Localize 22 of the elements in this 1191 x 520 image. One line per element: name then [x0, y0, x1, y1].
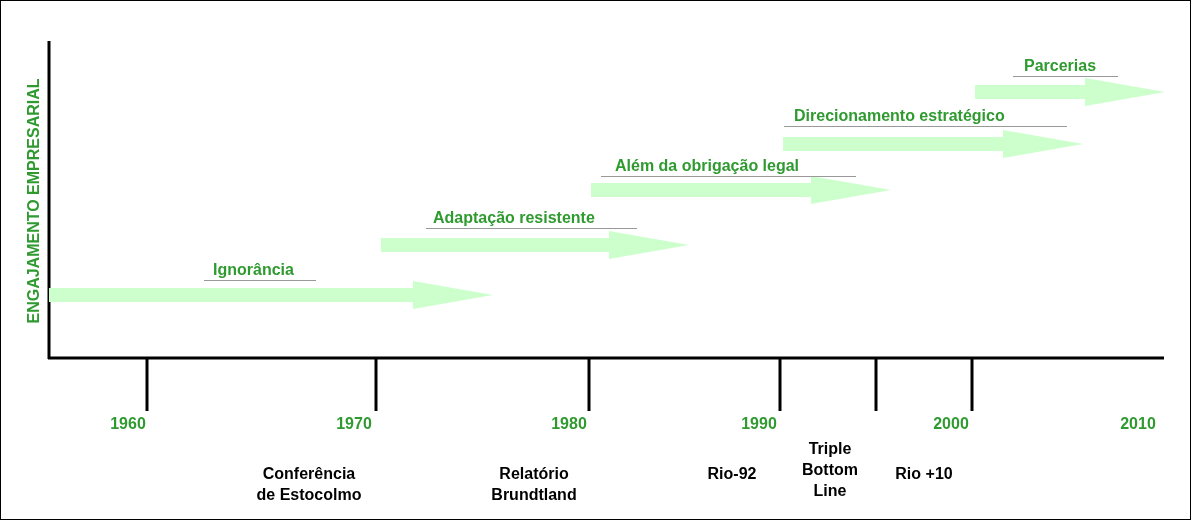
year-label: 1970 [335, 414, 373, 434]
stage-label: Adaptação resistente [426, 208, 637, 229]
timeline-bar [49, 260, 493, 310]
event-label: Rio +10 [894, 464, 954, 484]
year-label: 2000 [932, 414, 970, 434]
event-label: Relatório Brundtland [490, 464, 578, 505]
timeline-bar [381, 208, 689, 260]
year-label: 1960 [109, 414, 147, 434]
timeline-bar [783, 106, 1083, 159]
stage-label: Além da obrigação legal [601, 156, 856, 177]
axis-title: ENGAJAMENTO EMPRESARIAL [23, 78, 43, 324]
stage-label: Direcionamento estratégico [784, 106, 1067, 127]
timeline-bar [591, 156, 891, 205]
year-label: 1980 [550, 414, 588, 434]
stage-label: Parcerias [1013, 56, 1118, 77]
timeline-bar [975, 56, 1165, 107]
event-label: Triple Bottom Line [801, 439, 859, 501]
year-label: 1990 [740, 414, 778, 434]
year-label: 2010 [1119, 414, 1157, 434]
stage-label: Ignorância [204, 260, 316, 281]
event-label: Conferência de Estocolmo [255, 464, 363, 505]
event-label: Rio-92 [706, 464, 758, 484]
